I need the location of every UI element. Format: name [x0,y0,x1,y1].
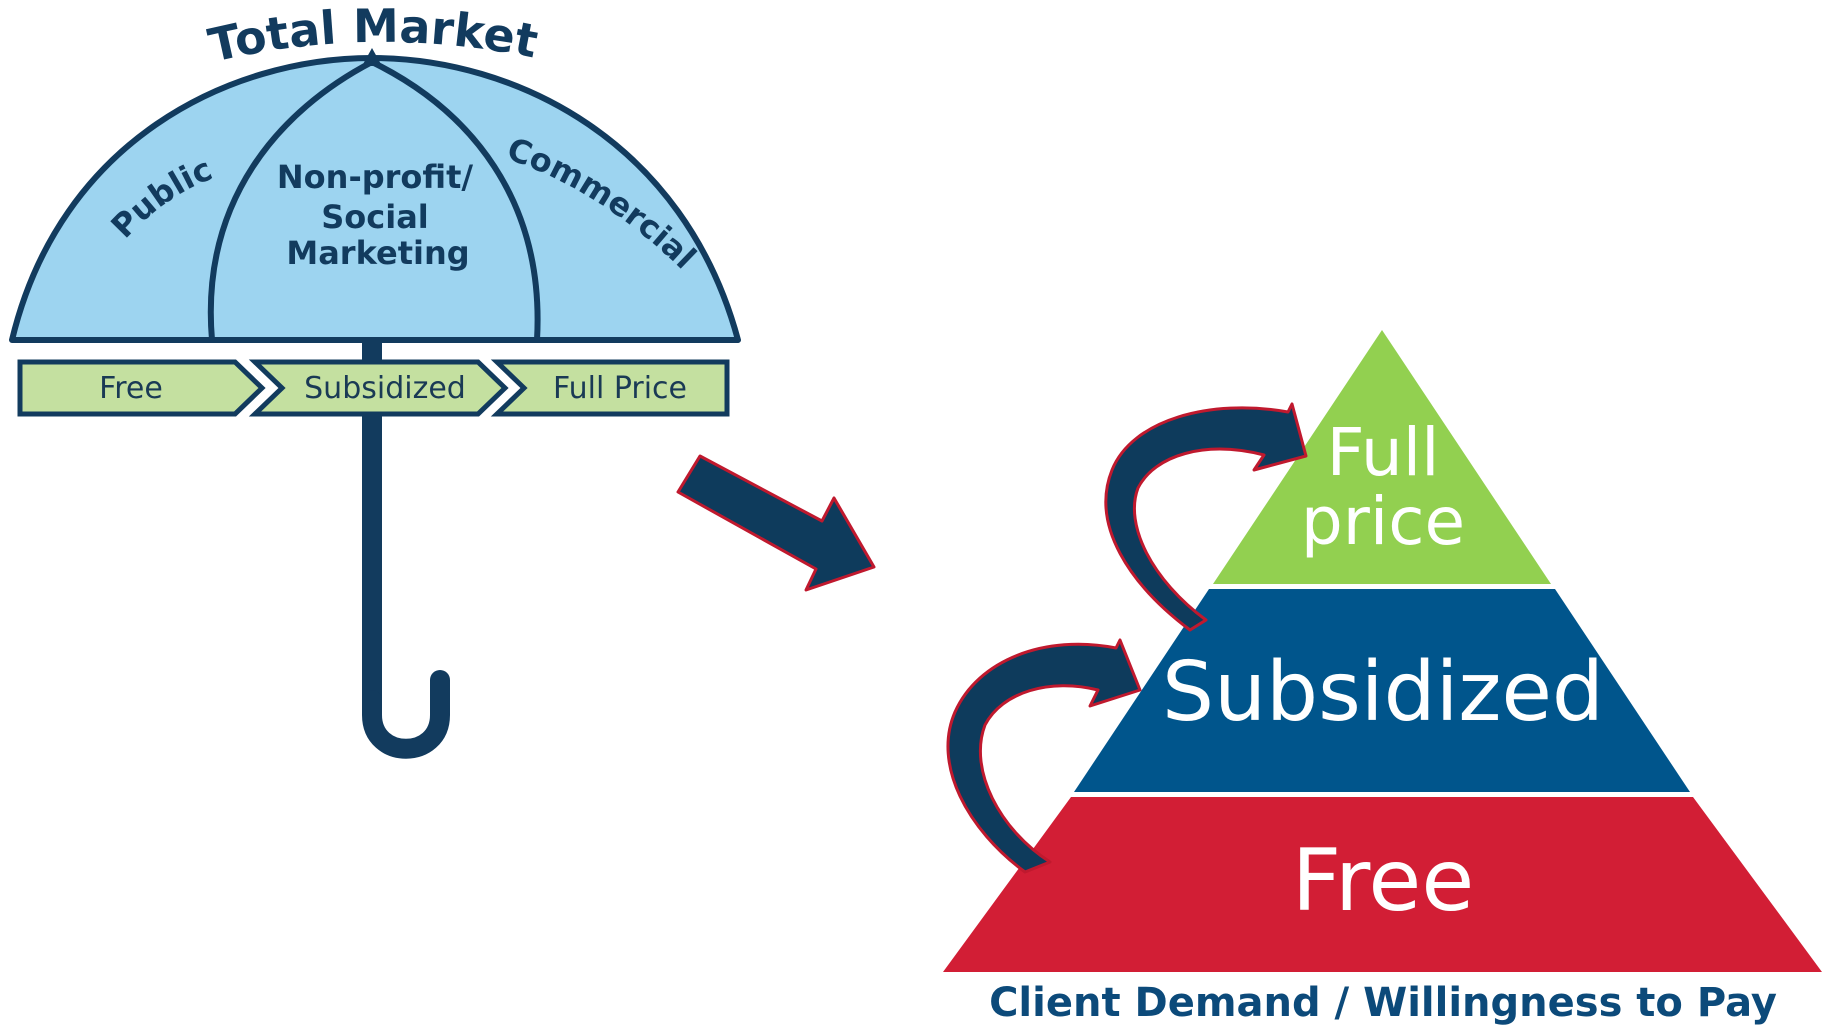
segment-nonprofit-line1: Non-profit/ [277,158,474,196]
upgrade-arrow-to-full-price [1104,402,1308,632]
umbrella-rib-right [370,59,541,341]
umbrella-handle [362,670,450,759]
pyramid-full-price-line2: price [1301,483,1465,560]
band-full-price [490,359,730,417]
band-free-label: Free [99,371,163,406]
pyramid-free-label: Free [1292,831,1475,931]
segment-nonprofit-line3: Marketing [286,234,469,272]
pyramid-caption: Client Demand / Willingness to Pay [989,980,1777,1026]
band-subsidized-label: Subsidized [304,371,466,406]
pyramid-subsidized-label: Subsidized [1162,645,1604,740]
transition-arrow [676,454,876,592]
umbrella-rib-left [207,59,374,341]
upgrade-arrow-to-subsidized [946,638,1142,874]
umbrella: Total Market Public Non-profit/ Social M… [9,0,741,759]
pyramid-level-free [943,797,1822,972]
band-free [17,359,266,417]
umbrella-shaft [362,340,382,710]
umbrella-tip [362,48,382,66]
pyramid-full-price-line1: Full [1327,414,1440,491]
band-full-price-label: Full Price [553,371,687,406]
segment-nonprofit-line2: Social [321,198,429,236]
pyramid-level-full-price [1213,330,1551,584]
pyramid-level-subsidized [1074,589,1690,792]
band-subsidized [248,359,509,417]
pyramid: Full price Subsidized Free Client Demand… [943,330,1822,1026]
